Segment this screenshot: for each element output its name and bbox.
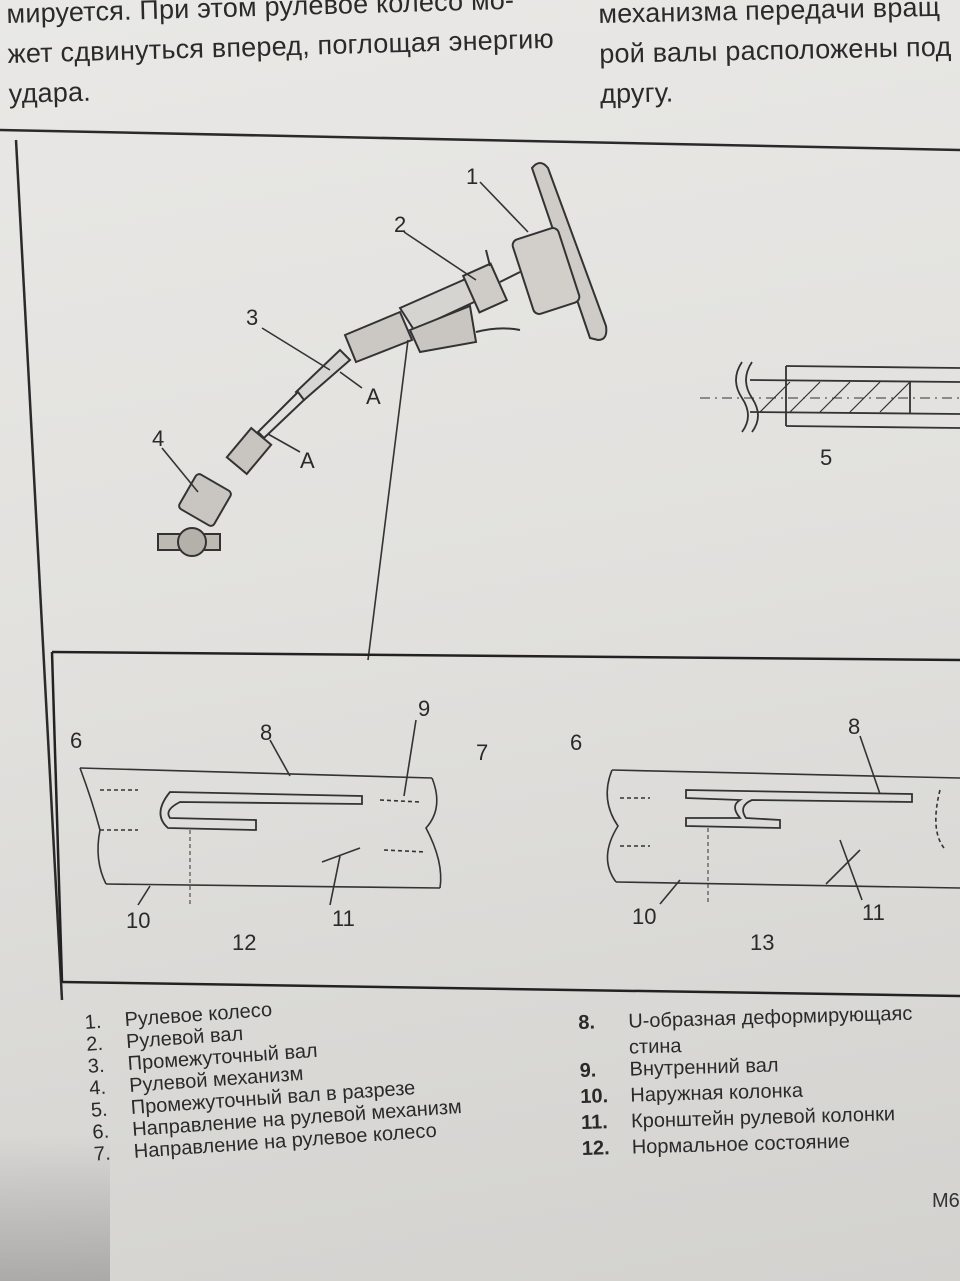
label-6-right: 6 <box>570 730 582 755</box>
label-11-left: 11 <box>332 906 355 931</box>
label-a-lower: A <box>300 448 315 473</box>
legend-left: 1.Рулевое колесо 2.Рулевой вал 3.Промежу… <box>84 986 464 1166</box>
label-8-right: 8 <box>848 714 860 739</box>
label-10-right: 10 <box>632 904 656 929</box>
label-1: 1 <box>466 164 478 189</box>
label-2: 2 <box>394 212 406 237</box>
label-6-left: 6 <box>70 728 82 753</box>
label-10-left: 10 <box>126 908 150 933</box>
label-7: 7 <box>476 740 488 765</box>
detail-box <box>50 650 960 998</box>
leader-lines-top <box>161 181 529 661</box>
detail-collapsed-state <box>606 735 960 905</box>
label-a-upper: A <box>366 384 381 409</box>
steering-column <box>398 249 521 354</box>
label-3: 3 <box>246 305 258 330</box>
shaft-section-view <box>700 361 960 433</box>
label-13: 13 <box>750 930 774 955</box>
intermediate-shaft <box>225 310 414 476</box>
page-shadow <box>0 1135 110 1281</box>
corner-code: М6 <box>932 1190 960 1212</box>
label-5: 5 <box>820 445 832 470</box>
label-9: 9 <box>418 696 430 721</box>
frame-top <box>0 128 960 152</box>
label-11-right: 11 <box>862 900 885 925</box>
steering-gear <box>157 473 232 557</box>
detail-normal-state <box>79 719 442 906</box>
frame-left <box>14 139 64 1001</box>
label-4: 4 <box>152 426 164 451</box>
label-12: 12 <box>232 930 256 955</box>
steering-wheel <box>499 162 608 342</box>
legend-item: 12.Нормальное состояние <box>581 1130 851 1160</box>
label-8-left: 8 <box>260 720 272 745</box>
legend-right: 8.U-образная деформирующаяс стина 9.Внут… <box>578 1003 916 1164</box>
